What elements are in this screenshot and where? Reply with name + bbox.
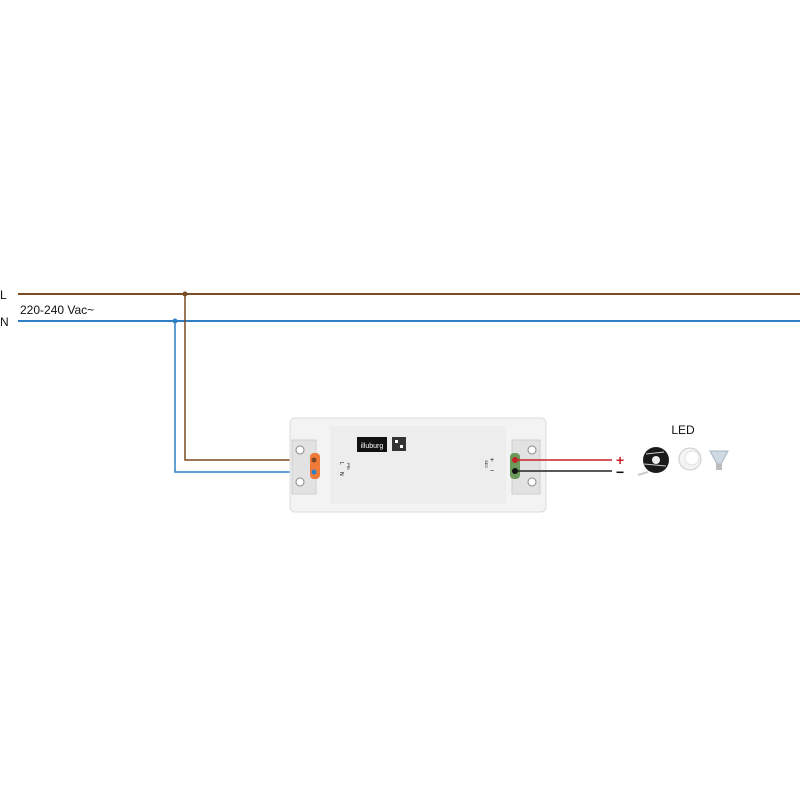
svg-text:N: N — [338, 472, 344, 476]
led-label: LED — [671, 423, 695, 437]
qr-code-icon — [392, 437, 406, 451]
neutral-junction — [172, 318, 178, 324]
live-label: L — [0, 288, 7, 302]
downlight-icon — [678, 447, 702, 471]
plus-label: + — [616, 452, 624, 468]
brand-text: illuburg — [361, 443, 384, 450]
svg-text:SEC: SEC — [484, 460, 489, 468]
led-strip-icon — [637, 447, 669, 476]
led-driver: illuburg L N PRI SEC + − — [289, 417, 547, 513]
brand-logo — [357, 437, 387, 452]
svg-text:PRI: PRI — [346, 463, 351, 470]
neutral-label: N — [0, 315, 9, 329]
svg-text:−: − — [490, 468, 494, 475]
live-drop-wire — [184, 294, 312, 461]
svg-text:+: + — [490, 457, 494, 464]
voltage-label: 220-240 Vac~ — [20, 303, 94, 317]
neutral-drop-wire — [174, 321, 316, 473]
spot-bulb-icon — [709, 450, 729, 470]
minus-label: − — [616, 464, 624, 480]
svg-text:L: L — [338, 462, 344, 465]
input-connector — [310, 453, 320, 479]
output-connector — [510, 453, 520, 479]
live-junction — [182, 291, 188, 297]
